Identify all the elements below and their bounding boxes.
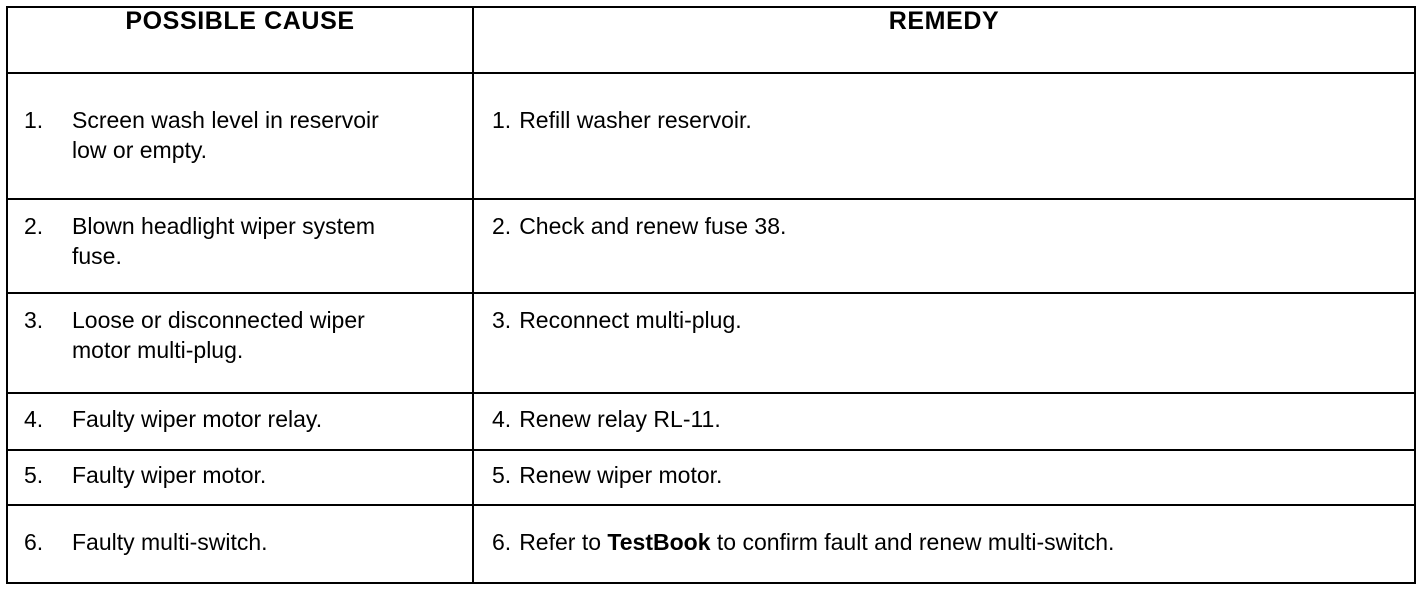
remedy-text-before: Refer to [519,529,608,555]
cause-text: Faulty wiper motor. [72,462,267,488]
cause-text-line-2: motor multi-plug. [72,336,244,363]
remedy-text-after: to confirm fault and renew multi-switch. [710,529,1115,555]
remedy-number: 3. [492,307,512,333]
remedy-cell: 6. Refer to TestBook to confirm fault and… [472,504,1416,584]
remedy-cell: 2. Check and renew fuse 38. [472,198,1416,294]
cause-text-line-1: Loose or disconnected wiper [72,307,365,333]
remedy-text: Renew wiper motor. [519,462,723,488]
remedy-cell: 5. Renew wiper motor. [472,449,1416,506]
table-row: 3. Loose or disconnected wiper motor mul… [6,292,1416,394]
cause-number: 5. [24,462,44,488]
remedy-cell: 3. Reconnect multi-plug. [472,292,1416,394]
column-header-possible-cause: POSSIBLE CAUSE [6,6,474,74]
remedy-bold-term: TestBook [607,529,711,555]
cause-text: Faulty multi-switch. [72,529,268,555]
cause-number: 2. [24,213,44,239]
column-header-possible-cause-label: POSSIBLE CAUSE [125,7,355,35]
cause-text-line-1: Screen wash level in reservoir [72,107,379,133]
remedy-cell: 4. Renew relay RL-11. [472,392,1416,451]
remedy-text-composite: Refer to TestBook to confirm fault and r… [519,529,1114,555]
cause-text: Blown headlight wiper system fuse. [72,212,462,272]
table-header: POSSIBLE CAUSE REMEDY [6,6,1416,74]
column-header-remedy-label: REMEDY [888,7,1000,35]
cause-cell: 1. Screen wash level in reservoir low or… [6,72,474,200]
table-body: 1. Screen wash level in reservoir low or… [6,72,1416,584]
header-row: POSSIBLE CAUSE REMEDY [6,6,1416,74]
remedy-cell: 1. Refill washer reservoir. [472,72,1416,200]
remedy-number: 1. [492,107,512,133]
cause-cell: 3. Loose or disconnected wiper motor mul… [6,292,474,394]
cause-cell: 2. Blown headlight wiper system fuse. [6,198,474,294]
remedy-text: Check and renew fuse 38. [519,213,787,239]
cause-text: Faulty wiper motor relay. [72,406,323,432]
remedy-number: 4. [492,406,512,432]
table-row: 2. Blown headlight wiper system fuse. 2.… [6,198,1416,294]
cause-number: 6. [24,529,44,555]
remedy-text: Renew relay RL-11. [519,406,721,432]
cause-number: 1. [24,107,44,133]
remedy-text: Reconnect multi-plug. [519,307,742,333]
table-row: 1. Screen wash level in reservoir low or… [6,72,1416,200]
remedy-number: 2. [492,213,512,239]
cause-text-line-2: fuse. [72,242,122,269]
table-row: 4. Faulty wiper motor relay. 4. Renew rel… [6,392,1416,451]
remedy-text: Refill washer reservoir. [519,107,752,133]
table-row: 6. Faulty multi-switch. 6. Refer to TestB… [6,504,1416,584]
table-row: 5. Faulty wiper motor. 5. Renew wiper mot… [6,449,1416,506]
column-header-remedy: REMEDY [472,6,1416,74]
remedy-number: 6. [492,529,512,555]
cause-number: 4. [24,406,44,432]
cause-cell: 6. Faulty multi-switch. [6,504,474,584]
cause-text: Loose or disconnected wiper motor multi-… [72,306,462,366]
cause-number: 3. [24,307,44,333]
cause-text: Screen wash level in reservoir low or em… [72,106,462,166]
cause-cell: 4. Faulty wiper motor relay. [6,392,474,451]
cause-cell: 5. Faulty wiper motor. [6,449,474,506]
cause-text-line-1: Blown headlight wiper system [72,213,375,239]
remedy-number: 5. [492,462,512,488]
fault-diagnosis-table: POSSIBLE CAUSE REMEDY 1. Screen wash lev… [6,6,1416,584]
cause-text-line-2: low or empty. [72,136,208,163]
